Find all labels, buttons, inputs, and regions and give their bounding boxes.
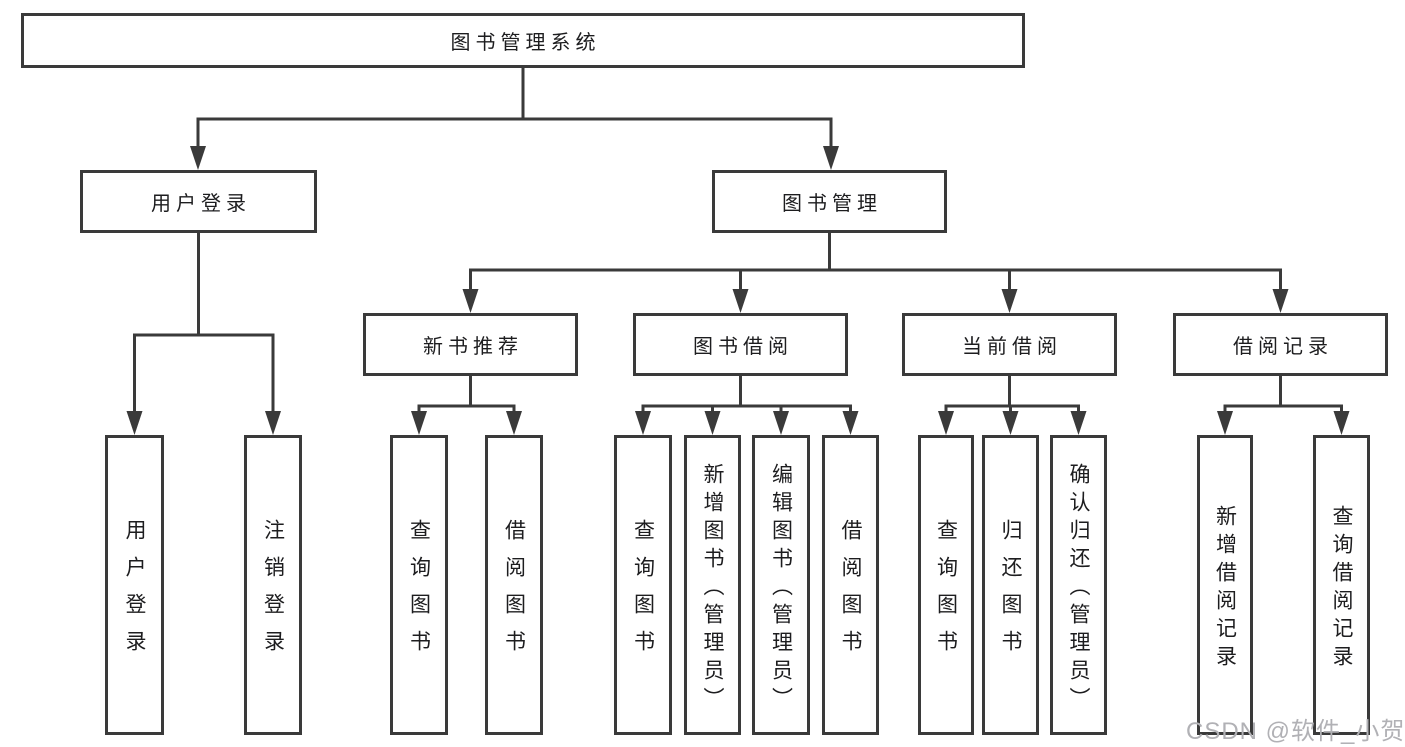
leaf-add-borrow-record: 新增借阅记录: [1197, 435, 1253, 735]
connector-borrow-records-to-leaves: [1223, 374, 1343, 417]
node-new-book-recommendation-label: 新书推荐: [423, 336, 523, 358]
leaf-add-borrow-record-label: 新增借阅记录: [1213, 504, 1237, 673]
leaf-borrow-books-label: 借阅图书: [839, 519, 863, 667]
leaf-confirm-return-admin-label: 确认归还（管理员）: [1067, 462, 1091, 715]
leaf-add-books-admin: 新增图书（管理员）: [684, 435, 741, 735]
node-borrowing-records-label: 借阅记录: [1233, 336, 1333, 358]
node-root-label: 图书管理系统: [450, 32, 601, 54]
node-borrowing-records: 借阅记录: [1173, 313, 1388, 376]
leaf-query-books-borrowing-label: 查询图书: [631, 519, 655, 667]
node-current-borrowing-label: 当前借阅: [962, 336, 1062, 358]
leaf-borrow-books-recommend: 借阅图书: [485, 435, 543, 735]
connector-book-borrow-to-leaves: [641, 374, 852, 417]
leaf-add-books-admin-label: 新增图书（管理员）: [701, 462, 725, 715]
csdn-watermark: CSDN @软件_小贺同学: [1186, 718, 1405, 745]
leaf-logout-label: 注销登录: [261, 519, 285, 667]
node-current-borrowing: 当前借阅: [902, 313, 1117, 376]
leaf-return-books: 归还图书: [982, 435, 1039, 735]
node-user-login-label: 用户登录: [151, 193, 251, 215]
leaf-query-borrow-record: 查询借阅记录: [1313, 435, 1370, 735]
leaf-user-login: 用户登录: [105, 435, 164, 735]
leaf-query-borrow-record-label: 查询借阅记录: [1330, 504, 1354, 673]
connector-root-to-level1: [196, 66, 833, 152]
leaf-query-books-current: 查询图书: [918, 435, 974, 735]
node-root: 图书管理系统: [21, 13, 1025, 68]
leaf-edit-books-admin: 编辑图书（管理员）: [752, 435, 810, 735]
leaf-query-books-current-label: 查询图书: [934, 519, 958, 667]
node-book-borrowing-label: 图书借阅: [693, 336, 793, 358]
leaf-query-books-borrowing: 查询图书: [614, 435, 672, 735]
leaf-query-books-recommend-label: 查询图书: [407, 519, 431, 667]
leaf-return-books-label: 归还图书: [999, 519, 1023, 667]
leaf-borrow-books: 借阅图书: [822, 435, 879, 735]
leaf-logout: 注销登录: [244, 435, 302, 735]
connector-book-mgmt-to-level2: [469, 231, 1282, 295]
node-book-management: 图书管理: [712, 170, 947, 233]
connector-user-login-to-leaves: [133, 231, 275, 417]
connector-current-borrow-to-leaves: [944, 374, 1080, 417]
node-new-book-recommendation: 新书推荐: [363, 313, 578, 376]
arrowheads: [126, 146, 1350, 435]
leaf-query-books-recommend: 查询图书: [390, 435, 448, 735]
leaf-user-login-label: 用户登录: [123, 519, 147, 667]
node-book-borrowing: 图书借阅: [633, 313, 848, 376]
connector-new-book-to-leaves: [417, 374, 516, 417]
node-user-login: 用户登录: [80, 170, 317, 233]
leaf-confirm-return-admin: 确认归还（管理员）: [1050, 435, 1107, 735]
leaf-borrow-books-recommend-label: 借阅图书: [502, 519, 526, 667]
leaf-edit-books-admin-label: 编辑图书（管理员）: [769, 462, 793, 715]
node-book-management-label: 图书管理: [782, 193, 882, 215]
